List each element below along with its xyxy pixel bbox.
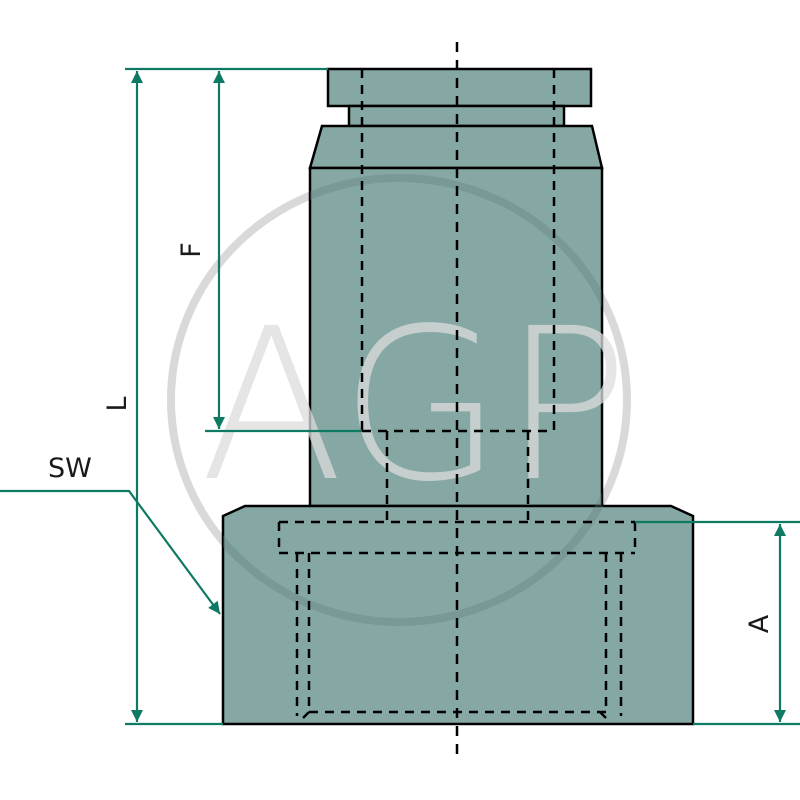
label-A: A: [744, 614, 775, 633]
watermark-letters: AGP: [200, 283, 629, 528]
dimension-labels: L F A SW: [48, 242, 775, 633]
watermark-text: AGP: [200, 283, 629, 528]
label-F: F: [176, 242, 207, 258]
dimension-lines: [0, 67, 800, 726]
hidden-lines: [277, 69, 637, 719]
dimension-SW-leader: [0, 489, 221, 615]
top-collar: [326, 67, 593, 108]
label-SW: SW: [48, 453, 92, 484]
label-L: L: [102, 396, 133, 411]
